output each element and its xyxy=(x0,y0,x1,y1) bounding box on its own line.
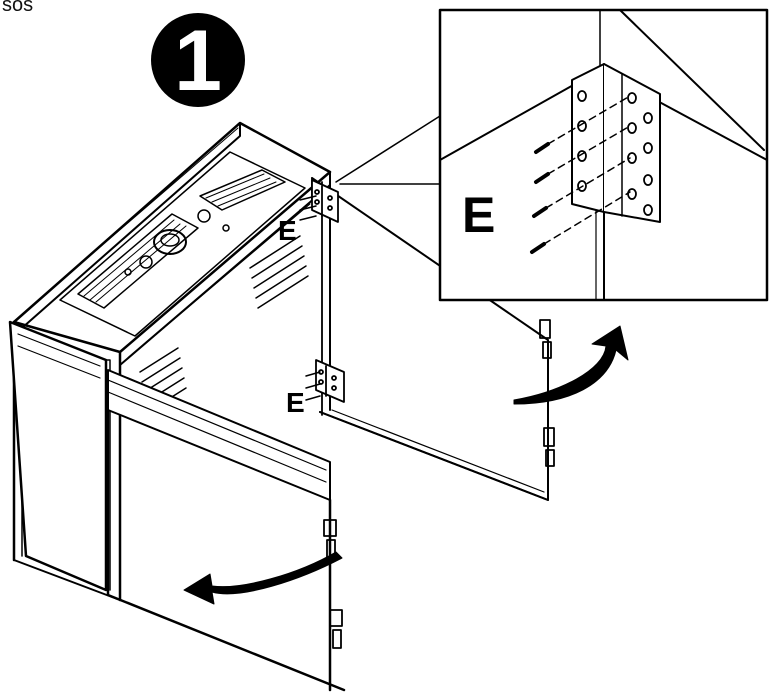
rotate-arrow-right xyxy=(513,325,629,405)
vent-slots-upper xyxy=(249,235,309,309)
cropped-header-text: sos xyxy=(2,0,34,16)
upper-bracket-label: E xyxy=(278,215,297,246)
callout-leader xyxy=(335,115,441,185)
step-badge: 1 xyxy=(151,13,245,109)
upper-bracket xyxy=(299,179,339,223)
screw-icon xyxy=(530,95,631,254)
vent-slots-lower xyxy=(139,347,187,413)
panel-hinges xyxy=(323,519,343,649)
detail-inset: E xyxy=(438,8,769,302)
step-number-circle-icon xyxy=(151,13,245,107)
control-knob-icon xyxy=(153,229,187,255)
lower-bracket xyxy=(305,359,345,403)
rotate-arrow-left xyxy=(183,551,343,605)
step-number: 1 xyxy=(174,13,222,109)
detail-bracket xyxy=(571,63,661,223)
front-panel xyxy=(8,320,346,692)
lower-bracket-label: E xyxy=(286,387,305,418)
control-panel xyxy=(59,151,306,337)
side-panel-hinges xyxy=(539,319,555,467)
detail-label: E xyxy=(462,187,495,243)
